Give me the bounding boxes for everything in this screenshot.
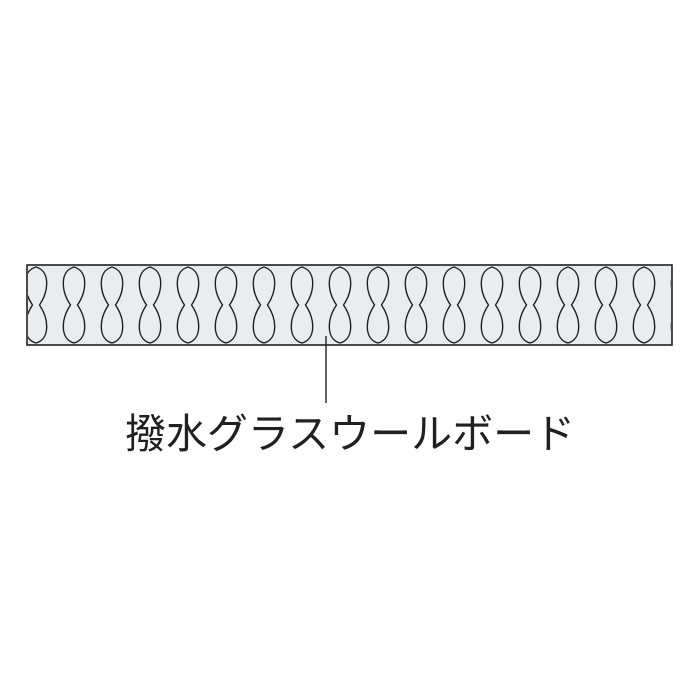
fiber-loop <box>290 266 314 344</box>
fiber-loop <box>62 266 86 344</box>
fiber-loop <box>252 266 276 344</box>
fiber-loop <box>214 266 238 344</box>
fiber-loop <box>632 266 656 344</box>
fiber-loop <box>366 266 390 344</box>
material-label: 撥水グラスウールボード <box>124 410 576 458</box>
fiber-loop <box>100 266 124 344</box>
fiber-loop <box>138 266 162 344</box>
fiber-loop <box>556 266 580 344</box>
fiber-loop <box>594 266 618 344</box>
fiber-loop <box>518 266 542 344</box>
fiber-loop <box>480 266 504 344</box>
fiber-loop <box>670 279 671 331</box>
fiber-loop <box>176 266 200 344</box>
fiber-loop <box>404 266 428 344</box>
fiber-loop <box>328 266 352 344</box>
fiber-loop <box>28 266 48 344</box>
glass-wool-fiber-pattern <box>28 266 671 344</box>
fiber-loop <box>442 266 466 344</box>
